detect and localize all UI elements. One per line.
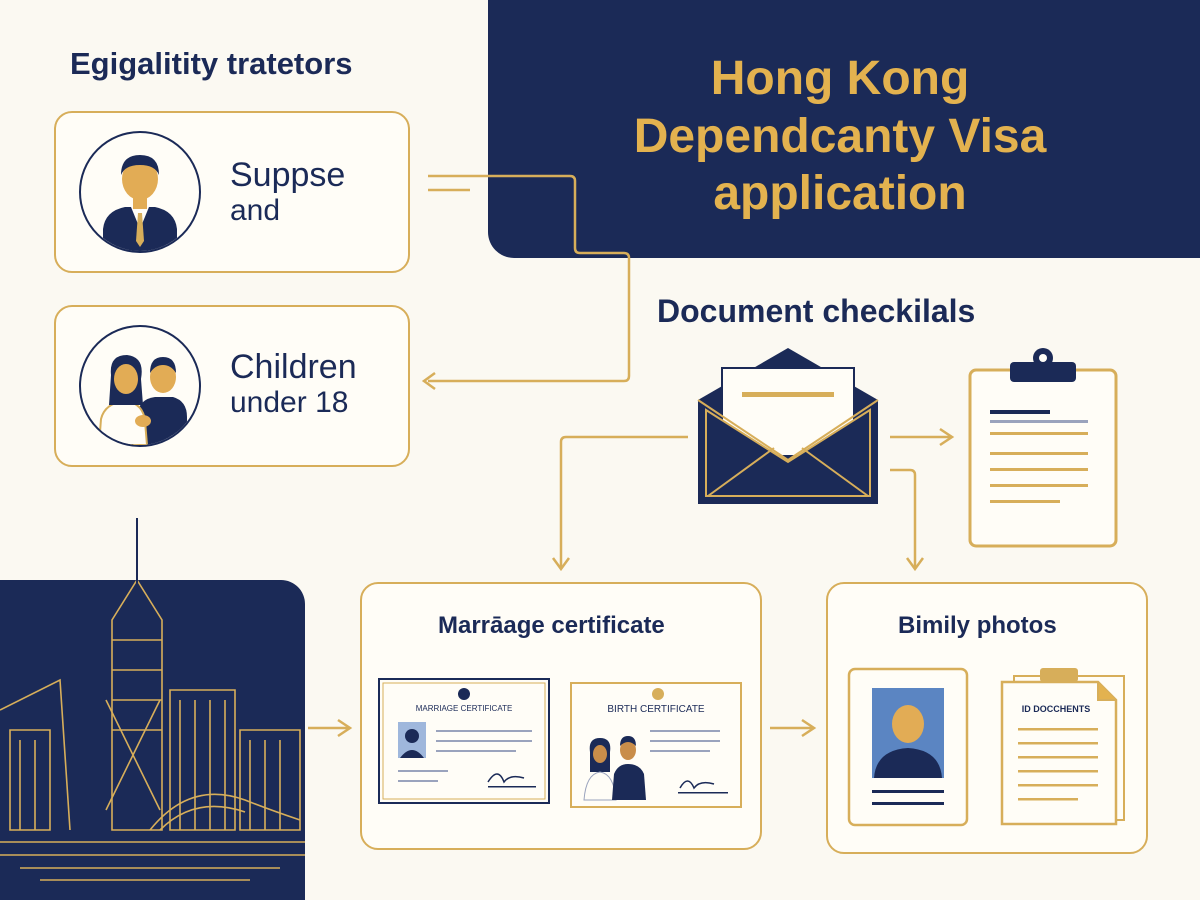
id-documents-label: ID DOCCHENTS	[1022, 704, 1091, 714]
arrowhead-right-marriage	[337, 718, 353, 738]
id-documents-icon: ID DOCCHENTS	[1000, 668, 1125, 826]
photo-id-card	[847, 667, 969, 827]
spouse-card: Suppse and	[54, 111, 410, 273]
arrowhead-down-photos	[905, 557, 925, 572]
children-label-line-2: under 18	[230, 386, 349, 420]
title-line-2: Dependcanty Visa	[633, 109, 1047, 163]
marriage-certificate-title: Marrāage certificate	[438, 612, 665, 639]
birth-cert-heading: BIRTH CERTIFICATE	[607, 704, 705, 715]
title-panel	[488, 0, 1200, 258]
title-line-3: application	[713, 167, 967, 221]
envelope-to-photos-connector	[890, 468, 917, 568]
arrowhead-right-checklist	[939, 427, 955, 447]
birth-certificate-document: BIRTH CERTIFICATE	[570, 682, 742, 808]
skyline-panel	[0, 580, 305, 900]
marriage-certificate-document: MARRIAGE CERTIFICATE	[378, 678, 550, 804]
children-label: Children under 18	[230, 348, 357, 420]
document-checklist-heading: Document checkilals	[657, 293, 976, 329]
spouse-label-line-1: Suppse	[230, 156, 346, 194]
marriage-certificate-box: Marrāage certificate MARRIAGE CERTIFICAT…	[360, 582, 762, 850]
arrowhead-right-photos	[801, 718, 817, 738]
skyline-spire	[136, 518, 138, 588]
family-icon	[79, 325, 201, 447]
eligibility-connector	[428, 174, 631, 383]
arrowhead-down-marriage	[551, 557, 571, 572]
children-label-line-1: Children	[230, 348, 357, 386]
spouse-icon	[79, 131, 201, 253]
envelope-icon	[697, 348, 879, 504]
marriage-cert-heading: MARRIAGE CERTIFICATE	[416, 704, 513, 713]
eligibility-heading: Egigalitity tratetors	[70, 46, 353, 81]
children-card: Children under 18	[54, 305, 410, 467]
family-photos-box: Bimily photos ID DOCCHENTS	[826, 582, 1148, 854]
family-photos-title: Bimily photos	[898, 612, 1057, 639]
title-line-1: Hong Kong	[710, 52, 970, 105]
page-title: Hong Kong Dependcanty Visa application	[600, 50, 1080, 223]
spouse-label: Suppse and	[230, 156, 346, 228]
clipboard-icon	[968, 348, 1118, 548]
connector-arrowhead-left	[421, 371, 436, 391]
hong-kong-skyline-icon	[0, 580, 305, 881]
envelope-to-marriage-connector	[559, 435, 688, 568]
spouse-label-line-2: and	[230, 194, 281, 228]
